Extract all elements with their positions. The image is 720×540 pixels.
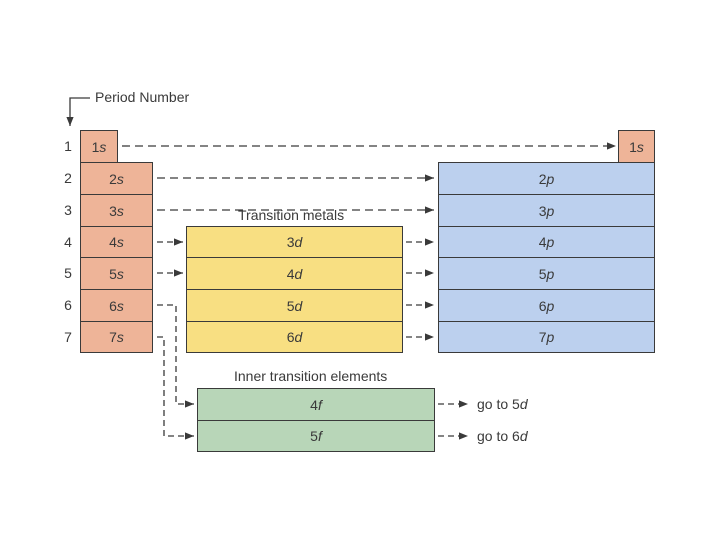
period-6: 6	[64, 297, 72, 313]
go-to-5d-label: go to 5d	[477, 396, 528, 412]
arrow-7s-to-5f	[157, 336, 194, 440]
period-7: 7	[64, 329, 72, 345]
period-5: 5	[64, 265, 72, 281]
period-number-pointer	[66, 97, 90, 126]
inner-transition-label: Inner transition elements	[234, 368, 388, 384]
period-number-label: Period Number	[95, 89, 190, 105]
period-2: 2	[64, 170, 72, 186]
period-4: 4	[64, 234, 72, 250]
period-3: 3	[64, 202, 72, 218]
period-1: 1	[64, 138, 72, 154]
transition-metals-label: Transition metals	[238, 207, 345, 223]
go-to-6d-label: go to 6d	[477, 428, 528, 444]
